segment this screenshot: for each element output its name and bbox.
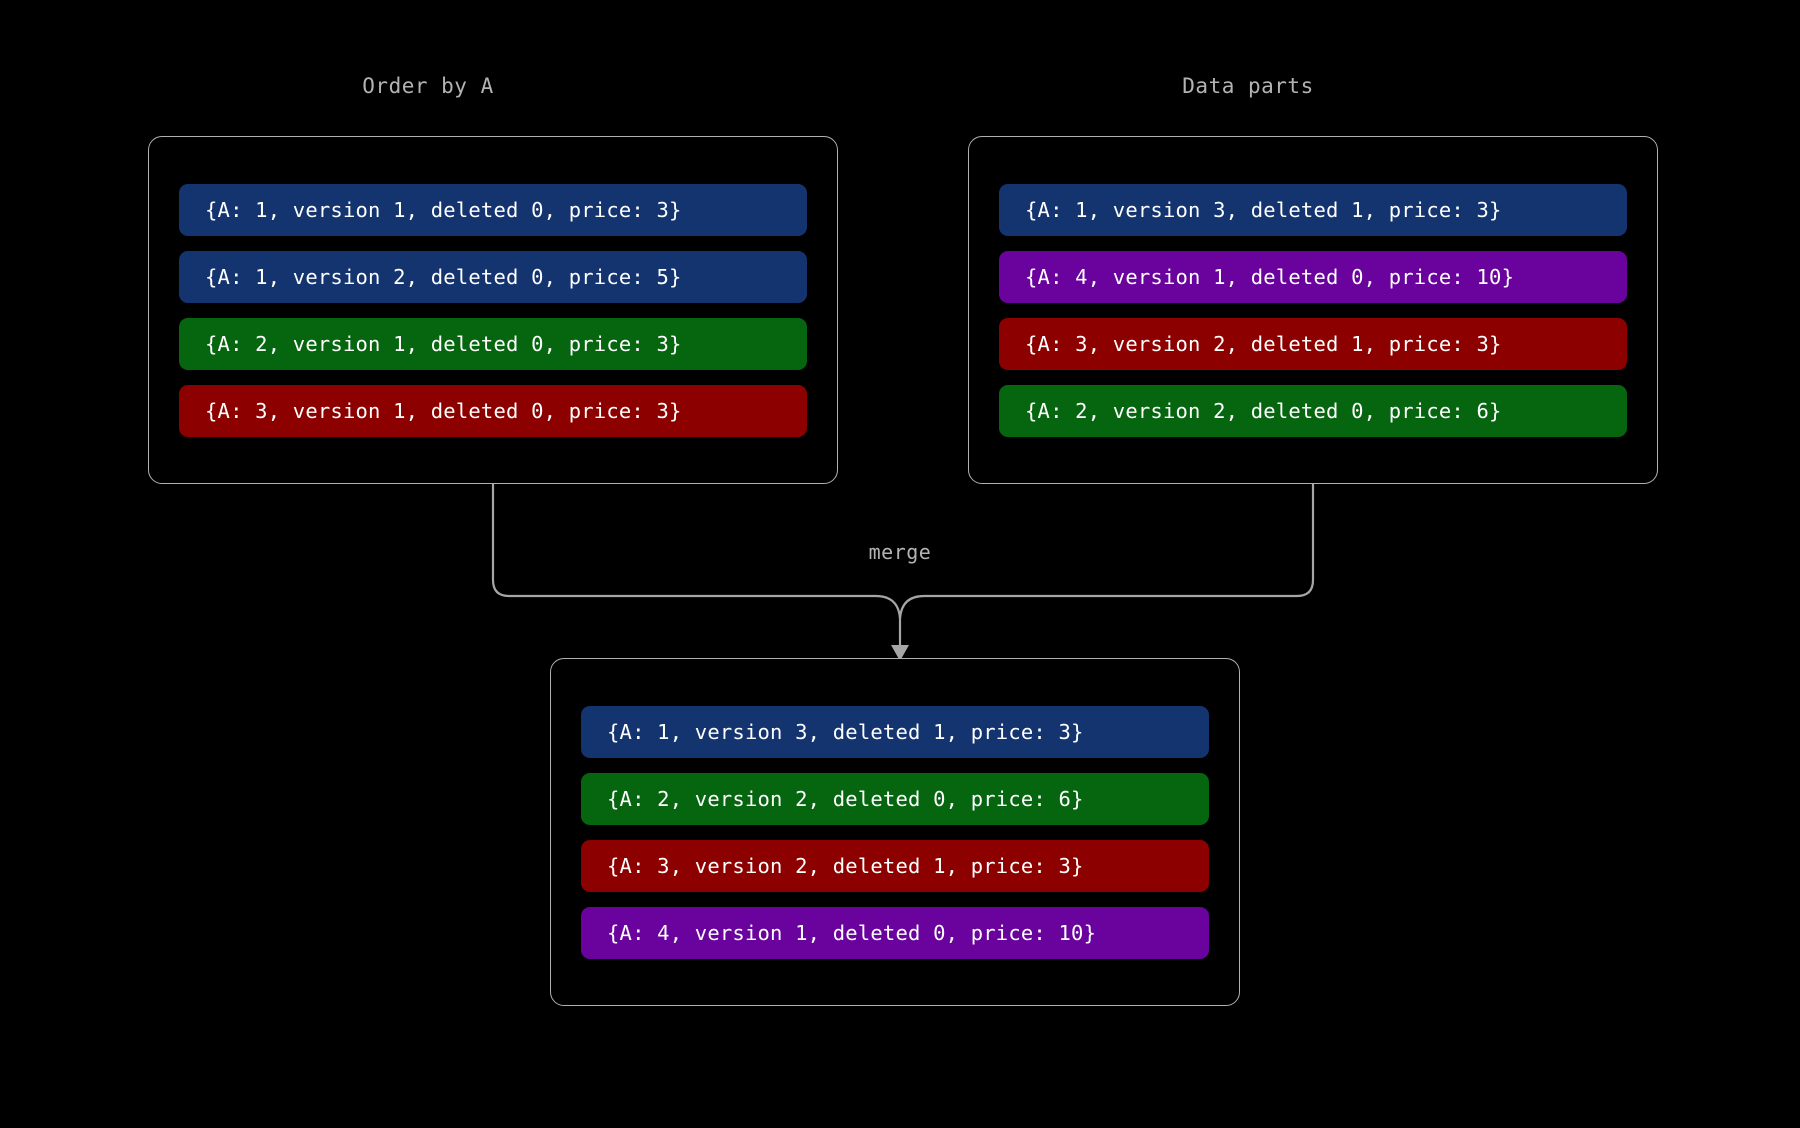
merge-label: merge	[868, 540, 932, 564]
record-row[interactable]: {A: 2, version 2, deleted 0, price: 6}	[581, 772, 1209, 825]
record-row[interactable]: {A: 1, version 3, deleted 1, price: 3}	[581, 705, 1209, 758]
record-row[interactable]: {A: 3, version 1, deleted 0, price: 3}	[179, 384, 807, 437]
record-row[interactable]: {A: 1, version 1, deleted 0, price: 3}	[179, 183, 807, 236]
record-row[interactable]: {A: 2, version 1, deleted 0, price: 3}	[179, 317, 807, 370]
record-list-data-parts: {A: 1, version 3, deleted 1, price: 3} {…	[969, 160, 1657, 461]
record-row[interactable]: {A: 3, version 2, deleted 1, price: 3}	[581, 839, 1209, 892]
panel-order-by-a: {A: 1, version 1, deleted 0, price: 3} {…	[148, 136, 838, 484]
panel-data-parts: {A: 1, version 3, deleted 1, price: 3} {…	[968, 136, 1658, 484]
record-row[interactable]: {A: 4, version 1, deleted 0, price: 10}	[581, 906, 1209, 959]
record-row[interactable]: {A: 2, version 2, deleted 0, price: 6}	[999, 384, 1627, 437]
record-row[interactable]: {A: 1, version 3, deleted 1, price: 3}	[999, 183, 1627, 236]
panel-merged-result: {A: 1, version 3, deleted 1, price: 3} {…	[550, 658, 1240, 1006]
record-row[interactable]: {A: 3, version 2, deleted 1, price: 3}	[999, 317, 1627, 370]
record-row[interactable]: {A: 1, version 2, deleted 0, price: 5}	[179, 250, 807, 303]
record-row[interactable]: {A: 4, version 1, deleted 0, price: 10}	[999, 250, 1627, 303]
group-title-data-parts: Data parts	[1182, 74, 1314, 98]
record-list-merged: {A: 1, version 3, deleted 1, price: 3} {…	[551, 682, 1239, 983]
group-title-order-by-a: Order by A	[362, 74, 494, 98]
record-list-order-by-a: {A: 1, version 1, deleted 0, price: 3} {…	[149, 160, 837, 461]
